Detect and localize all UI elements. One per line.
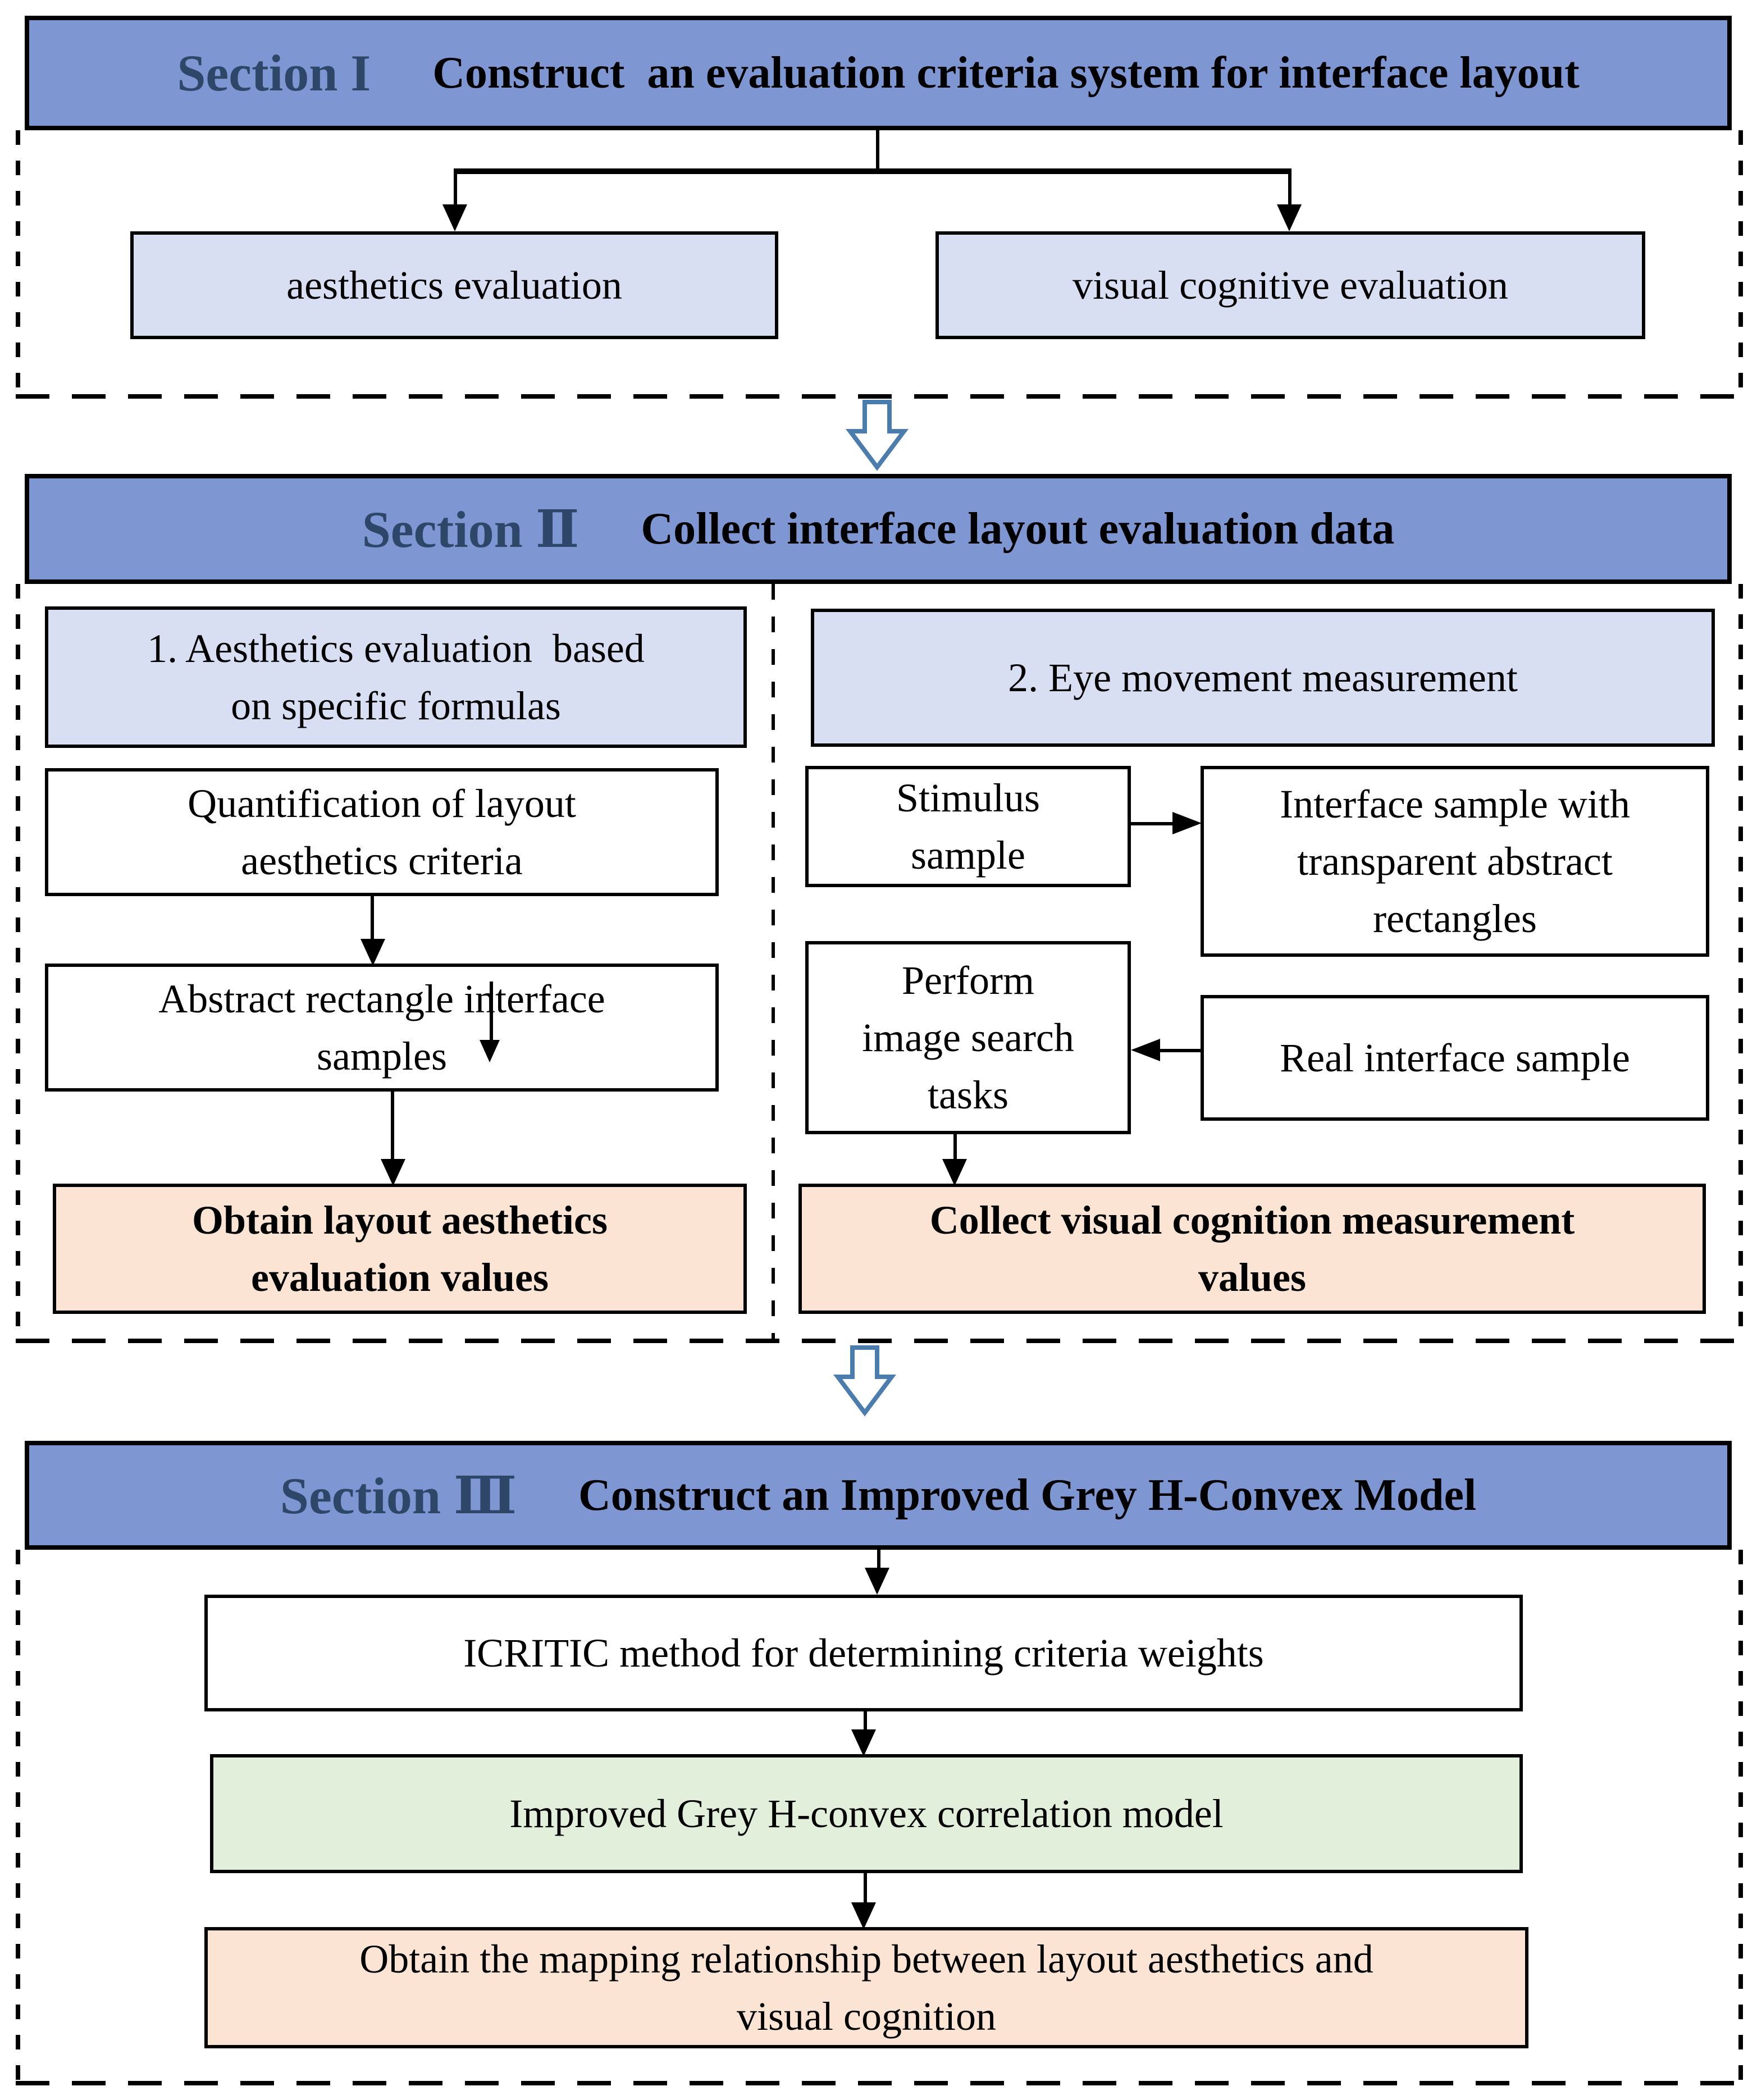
box-aesthetics-evaluation-label: aesthetics evaluation: [286, 262, 622, 308]
connector-line: [953, 1134, 957, 1161]
hollow-down-arrow-icon: [833, 1345, 896, 1417]
section1-header: Section I Construct an evaluation criter…: [25, 16, 1732, 130]
box-grey-hconvex-model: Improved Grey H-convex correlation model: [210, 1754, 1523, 1873]
section1-dashed-left: [16, 130, 20, 394]
connector-line: [864, 1873, 867, 1905]
section2-dashed-bottom: [16, 1339, 1743, 1343]
box-stimulus-sample-label: Stimulus sample: [896, 775, 1040, 878]
box-interface-sample-transparent-label: Interface sample with transparent abstra…: [1280, 781, 1630, 942]
down-arrowhead-icon: [851, 1729, 876, 1756]
box-grey-hconvex-model-label: Improved Grey H-convex correlation model: [509, 1791, 1224, 1836]
section1-title: Construct an evaluation criteria system …: [432, 48, 1580, 98]
section1-branch-right-line: [1288, 174, 1291, 207]
down-arrowhead-icon: [480, 1040, 500, 1062]
down-arrowhead-icon: [442, 204, 467, 231]
connector-line: [371, 896, 374, 941]
section3-label: Section Ⅲ: [280, 1467, 517, 1524]
section3-dashed-left: [16, 1550, 20, 2081]
section2-header: Section Ⅱ Collect interface layout evalu…: [25, 474, 1732, 584]
right-arrowhead-icon: [1172, 812, 1202, 834]
box-obtain-aesthetics-values-label: Obtain layout aesthetics evaluation valu…: [191, 1197, 608, 1300]
connector-line: [877, 1550, 880, 1570]
section1-branch-left-line: [454, 174, 457, 207]
section1-dashed-right: [1738, 130, 1743, 394]
stray-connector-line: [490, 981, 493, 1042]
box-quantification-label: Quantification of layout aesthetics crit…: [188, 780, 576, 883]
left-arrowhead-icon: [1131, 1039, 1160, 1061]
down-arrowhead-icon: [360, 939, 385, 966]
box-mapping-relationship: Obtain the mapping relationship between …: [204, 1927, 1528, 2048]
box-aesthetics-evaluation: aesthetics evaluation: [130, 231, 778, 339]
section1-branch-stem: [876, 130, 879, 171]
box-visual-cognitive-evaluation-label: visual cognitive evaluation: [1073, 262, 1508, 308]
section2-column-divider: [772, 584, 775, 1339]
box-real-interface-sample-label: Real interface sample: [1280, 1035, 1630, 1080]
section2-dashed-left: [16, 584, 20, 1339]
box-aesthetics-formula-label: 1. Aesthetics evaluation based on specif…: [147, 626, 645, 728]
box-collect-visual-cognition-values-label: Collect visual cognition measurement val…: [929, 1197, 1575, 1300]
section2-label: Section Ⅱ: [362, 501, 579, 558]
box-quantification: Quantification of layout aesthetics crit…: [45, 768, 719, 896]
down-arrowhead-icon: [865, 1568, 889, 1595]
section3-dashed-right: [1738, 1550, 1743, 2081]
down-arrowhead-icon: [851, 1902, 876, 1929]
connector-line: [391, 1092, 394, 1161]
box-real-interface-sample: Real interface sample: [1201, 995, 1709, 1121]
connector-line: [864, 1711, 867, 1732]
down-arrowhead-icon: [942, 1159, 967, 1186]
connector-line: [1131, 822, 1176, 825]
box-icritic-method-label: ICRITIC method for determining criteria …: [463, 1630, 1264, 1676]
section2-title: Collect interface layout evaluation data: [641, 504, 1395, 554]
box-abstract-samples: Abstract rectangle interface samples: [45, 964, 719, 1092]
section3-title: Construct an Improved Grey H-Convex Mode…: [578, 1470, 1477, 1520]
box-collect-visual-cognition-values: Collect visual cognition measurement val…: [798, 1184, 1706, 1314]
box-eye-movement: 2. Eye movement measurement: [811, 609, 1715, 747]
box-perform-search-tasks-label: Perform image search tasks: [862, 957, 1074, 1118]
section2-dashed-right: [1738, 584, 1743, 1339]
section3-dashed-bottom: [16, 2081, 1743, 2085]
section1-branch-bar: [454, 168, 1291, 174]
box-abstract-samples-label: Abstract rectangle interface samples: [158, 976, 605, 1079]
box-mapping-relationship-label: Obtain the mapping relationship between …: [359, 1936, 1373, 2039]
box-visual-cognitive-evaluation: visual cognitive evaluation: [935, 231, 1645, 339]
box-aesthetics-formula: 1. Aesthetics evaluation based on specif…: [45, 606, 747, 748]
box-icritic-method: ICRITIC method for determining criteria …: [204, 1595, 1523, 1711]
down-arrowhead-icon: [1277, 204, 1302, 231]
box-interface-sample-transparent: Interface sample with transparent abstra…: [1201, 766, 1709, 957]
section1-dashed-bottom: [16, 394, 1743, 399]
hollow-down-arrow-icon: [846, 400, 909, 471]
box-eye-movement-label: 2. Eye movement measurement: [1008, 655, 1518, 700]
section1-label: Section I: [177, 44, 371, 102]
section3-header: Section Ⅲ Construct an Improved Grey H-C…: [25, 1441, 1732, 1550]
box-stimulus-sample: Stimulus sample: [805, 766, 1131, 887]
box-obtain-aesthetics-values: Obtain layout aesthetics evaluation valu…: [53, 1184, 747, 1314]
down-arrowhead-icon: [381, 1159, 405, 1186]
connector-line: [1158, 1049, 1201, 1052]
box-perform-search-tasks: Perform image search tasks: [805, 941, 1131, 1134]
